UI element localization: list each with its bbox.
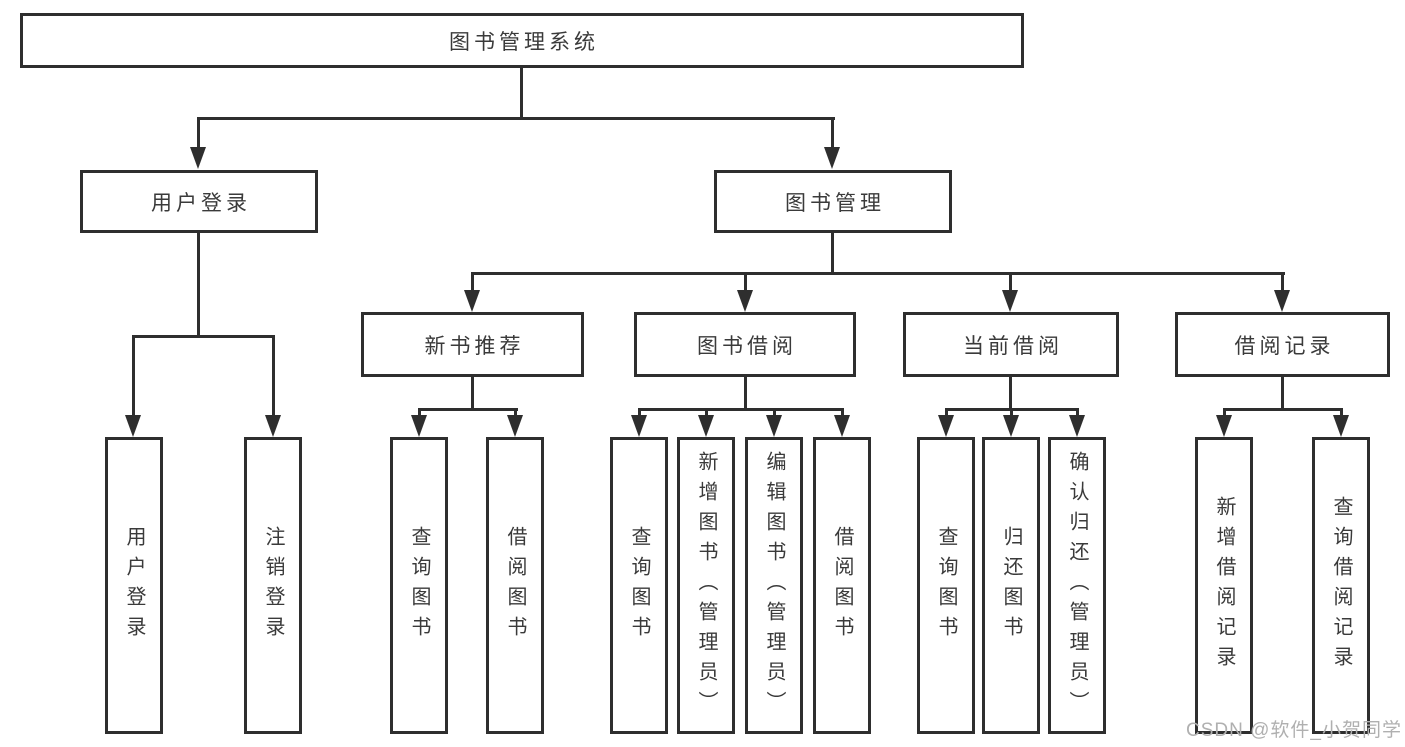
connector-vline [744, 272, 747, 293]
leaf-add-borrow-record: 新增借阅记录 [1195, 437, 1253, 734]
arrow-down-icon [265, 415, 281, 437]
leaf-label: 归还图书 [1000, 525, 1022, 646]
connector-vline [1281, 377, 1284, 410]
connector-vline [520, 68, 523, 119]
arrow-down-icon [411, 415, 427, 437]
arrow-down-icon [507, 415, 523, 437]
leaf-label: 新增图书（管理员） [695, 450, 717, 721]
leaf-label: 确认归还（管理员） [1066, 450, 1088, 721]
leaf-logout: 注销登录 [244, 437, 302, 734]
connector-vline [418, 408, 421, 418]
node-label: 图书管理系统 [449, 30, 599, 54]
leaf-label: 借阅图书 [504, 525, 526, 646]
connector-hline [638, 408, 843, 411]
leaf-label: 编辑图书（管理员） [763, 450, 785, 721]
leaf-query-books-recommend: 查询图书 [390, 437, 448, 734]
leaf-query-borrow-record: 查询借阅记录 [1312, 437, 1370, 734]
arrow-down-icon [125, 415, 141, 437]
arrow-down-icon [1002, 290, 1018, 312]
connector-vline [197, 117, 200, 150]
connector-vline [272, 335, 275, 417]
node-new-book-recommendation: 新书推荐 [361, 312, 584, 377]
csdn-watermark: CSDN @软件_小贺同学 [1186, 720, 1402, 741]
connector-hline [132, 335, 275, 338]
connector-vline [1009, 377, 1012, 410]
node-label: 用户登录 [151, 191, 251, 215]
connector-vline [841, 408, 844, 418]
leaf-confirm-return-admin: 确认归还（管理员） [1048, 437, 1106, 734]
node-book-management: 图书管理 [714, 170, 952, 233]
connector-hline [471, 272, 1285, 275]
connector-vline [197, 233, 200, 337]
connector-vline [1076, 408, 1079, 418]
connector-vline [1009, 272, 1012, 293]
node-library-management-system: 图书管理系统 [20, 13, 1024, 68]
arrow-down-icon [1333, 415, 1349, 437]
connector-vline [1281, 272, 1284, 293]
connector-vline [705, 408, 708, 418]
arrow-down-icon [1069, 415, 1085, 437]
node-label: 图书管理 [785, 191, 885, 215]
leaf-add-book-admin: 新增图书（管理员） [677, 437, 735, 734]
arrow-down-icon [1003, 415, 1019, 437]
connector-vline [471, 377, 474, 410]
connector-vline [831, 233, 834, 274]
leaf-label: 新增借阅记录 [1213, 495, 1235, 676]
connector-hline [1223, 408, 1342, 411]
connector-hline [418, 408, 518, 411]
node-label: 图书借阅 [697, 334, 797, 358]
arrow-down-icon [190, 147, 206, 169]
leaf-edit-book-admin: 编辑图书（管理员） [745, 437, 803, 734]
connector-vline [132, 335, 135, 417]
leaf-borrow-books-recommend: 借阅图书 [486, 437, 544, 734]
leaf-label: 查询借阅记录 [1330, 495, 1352, 676]
leaf-label: 查询图书 [408, 525, 430, 646]
node-label: 借阅记录 [1234, 334, 1335, 358]
connector-vline [514, 408, 517, 418]
arrow-down-icon [766, 415, 782, 437]
connector-vline [773, 408, 776, 418]
leaf-label: 查询图书 [935, 525, 957, 646]
leaf-return-book: 归还图书 [982, 437, 1040, 734]
connector-vline [1340, 408, 1343, 418]
node-current-borrowing: 当前借阅 [903, 312, 1119, 377]
leaf-label: 查询图书 [628, 525, 650, 646]
leaf-label: 用户登录 [123, 525, 145, 646]
leaf-label: 借阅图书 [831, 525, 853, 646]
arrow-down-icon [824, 147, 840, 169]
node-borrowing-records: 借阅记录 [1175, 312, 1390, 377]
node-user-login: 用户登录 [80, 170, 318, 233]
connector-vline [831, 117, 834, 150]
arrow-down-icon [1216, 415, 1232, 437]
connector-vline [638, 408, 641, 418]
arrow-down-icon [1274, 290, 1290, 312]
arrow-down-icon [464, 290, 480, 312]
connector-vline [1223, 408, 1226, 418]
arrow-down-icon [631, 415, 647, 437]
leaf-query-books-borrowing: 查询图书 [610, 437, 668, 734]
arrow-down-icon [834, 415, 850, 437]
leaf-query-books-current: 查询图书 [917, 437, 975, 734]
connector-vline [744, 377, 747, 410]
leaf-borrow-books-borrowing: 借阅图书 [813, 437, 871, 734]
connector-hline [197, 117, 835, 120]
arrow-down-icon [737, 290, 753, 312]
leaf-user-login: 用户登录 [105, 437, 163, 734]
leaf-label: 注销登录 [262, 525, 284, 646]
connector-vline [1010, 408, 1013, 418]
node-label: 当前借阅 [963, 334, 1063, 358]
node-book-borrowing: 图书借阅 [634, 312, 856, 377]
connector-vline [945, 408, 948, 418]
connector-vline [471, 272, 474, 293]
arrow-down-icon [698, 415, 714, 437]
arrow-down-icon [938, 415, 954, 437]
node-label: 新书推荐 [424, 334, 525, 358]
